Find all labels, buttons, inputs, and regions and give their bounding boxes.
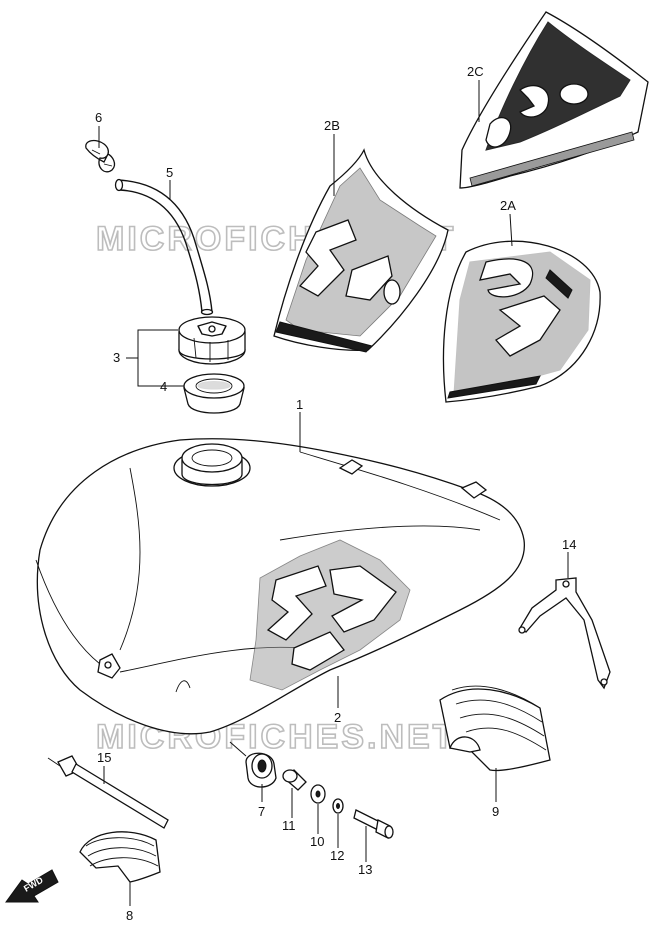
callout-7: 7 xyxy=(258,804,265,819)
part-15-cable-tie[interactable] xyxy=(47,755,169,829)
callout-2: 2 xyxy=(334,710,341,725)
callout-15: 15 xyxy=(97,750,111,765)
part-2c-emblem[interactable] xyxy=(459,11,649,189)
part-12-washer[interactable] xyxy=(332,798,344,814)
callout-2a: 2A xyxy=(500,198,516,213)
part-9-cushion[interactable] xyxy=(439,685,551,772)
part-2a-side-decal[interactable] xyxy=(442,240,601,403)
part-13-bolt[interactable] xyxy=(353,809,394,839)
part-10-washer[interactable] xyxy=(310,784,326,804)
part-4-cap-gasket[interactable] xyxy=(183,373,245,414)
part-5-breather-hose[interactable] xyxy=(114,178,214,316)
callout-12: 12 xyxy=(330,848,344,863)
part-1-fuel-tank[interactable] xyxy=(35,438,525,735)
callout-11: 11 xyxy=(282,818,296,833)
callout-6: 6 xyxy=(95,110,102,125)
part-6-clip[interactable] xyxy=(85,139,116,173)
callout-4: 4 xyxy=(160,379,167,394)
callout-bracket-3-4 xyxy=(126,329,184,387)
part-3-fuel-cap[interactable] xyxy=(178,316,246,365)
callout-5: 5 xyxy=(166,165,173,180)
callout-8: 8 xyxy=(126,908,133,923)
callout-3: 3 xyxy=(113,350,120,365)
part-11-collar[interactable] xyxy=(282,769,307,791)
part-7-grommet[interactable] xyxy=(245,752,277,788)
callout-2c: 2C xyxy=(467,64,484,79)
callout-1: 1 xyxy=(296,397,303,412)
part-8-cushion[interactable] xyxy=(79,831,161,883)
callout-13: 13 xyxy=(358,862,372,877)
callout-14: 14 xyxy=(562,537,576,552)
fwd-direction-arrow: FWD xyxy=(5,869,59,903)
callout-10: 10 xyxy=(310,834,324,849)
callout-2b: 2B xyxy=(324,118,340,133)
part-14-bracket[interactable] xyxy=(518,577,611,690)
leader-lines xyxy=(98,80,569,906)
part-2b-side-decal[interactable] xyxy=(273,148,449,353)
callout-9: 9 xyxy=(492,804,499,819)
